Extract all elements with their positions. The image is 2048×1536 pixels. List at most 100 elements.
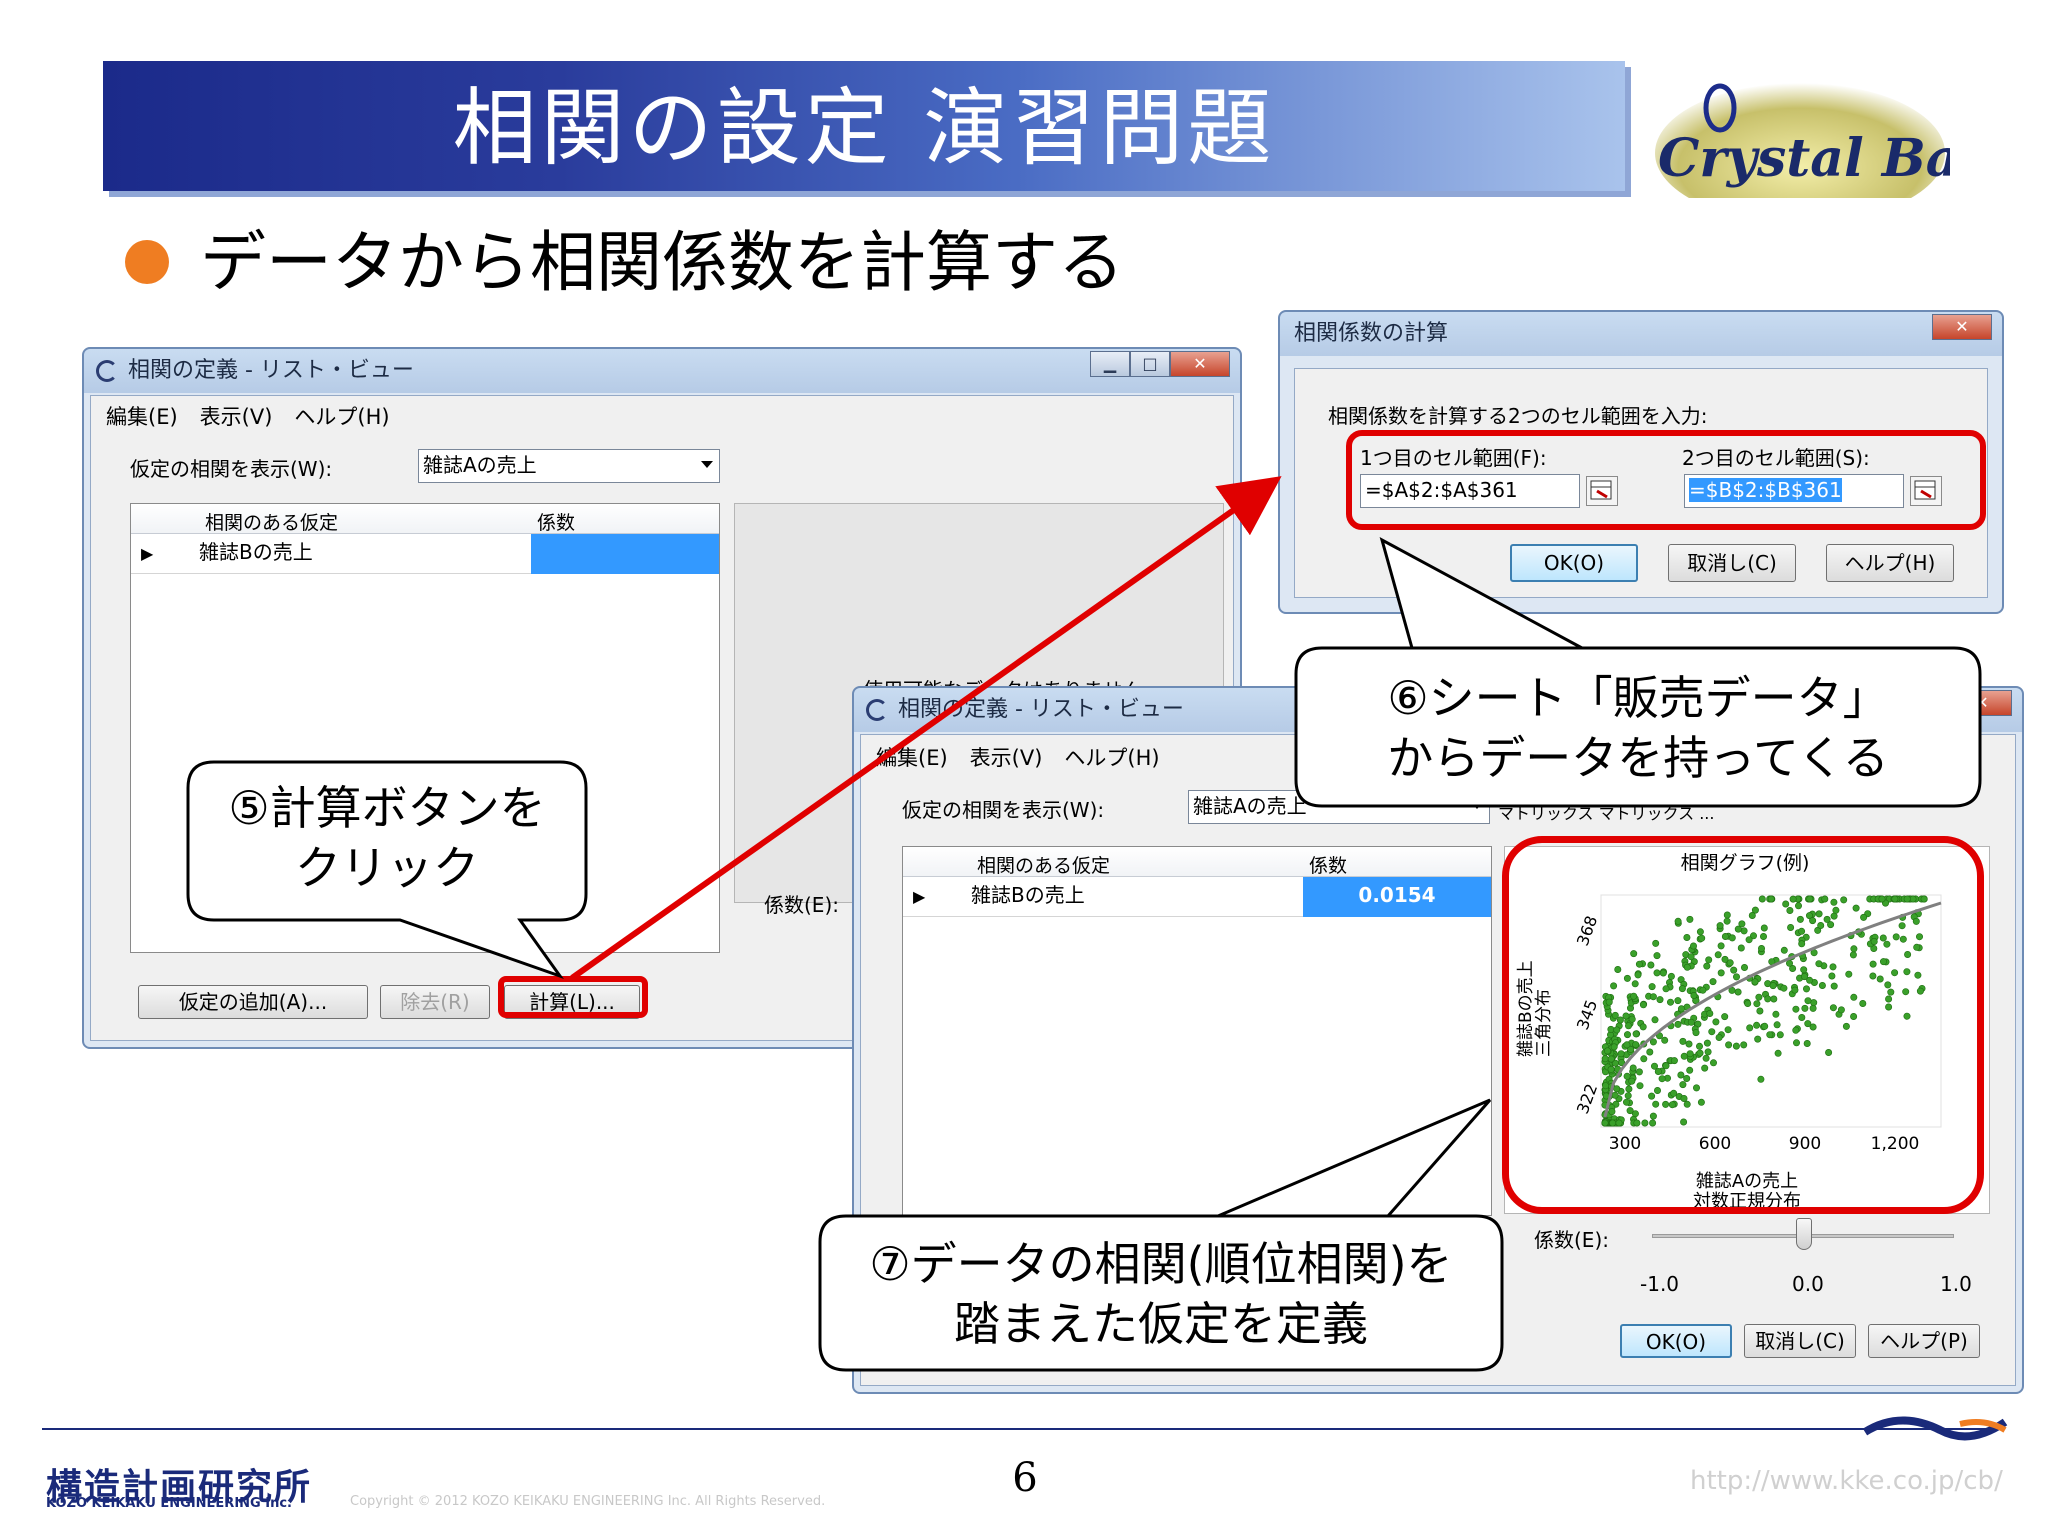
add-assumption-button[interactable]: 仮定の追加(A)... <box>138 985 368 1019</box>
coef-cell[interactable]: 0.0154 <box>1303 877 1491 917</box>
scatter-point <box>1913 943 1921 951</box>
help-button[interactable]: ヘルプ(H) <box>1826 544 1954 582</box>
range1-input[interactable]: =$A$2:$A$361 <box>1360 474 1580 508</box>
scatter-point <box>1690 992 1698 1000</box>
scatter-point <box>1869 972 1877 980</box>
scatter-point <box>1653 952 1661 960</box>
chart-title: 相関グラフ(例) <box>1681 852 1810 874</box>
scatter-point <box>1703 1039 1711 1047</box>
range2-picker-icon[interactable] <box>1910 476 1942 506</box>
scatter-point <box>1704 1048 1712 1056</box>
scatter-point <box>1756 1007 1764 1015</box>
scatter-point <box>1730 966 1738 974</box>
coef-slider-thumb[interactable] <box>1796 1218 1812 1250</box>
close-button[interactable]: ✕ <box>1170 351 1230 377</box>
scatter-point <box>1706 1010 1714 1018</box>
scatter-point <box>1818 982 1826 990</box>
scatter-point <box>1683 1100 1691 1108</box>
scatter-point <box>1915 933 1923 941</box>
scatter-point <box>1624 1092 1632 1100</box>
scatter-point <box>1605 998 1613 1006</box>
ok-button[interactable]: OK(O) <box>1620 1324 1732 1358</box>
scatter-point <box>1692 1029 1700 1037</box>
scatter-point <box>1879 934 1887 942</box>
scatter-point <box>1815 910 1823 918</box>
scatter-point <box>1699 986 1707 994</box>
scatter-point <box>1703 962 1711 970</box>
trend-line <box>1603 901 1942 1118</box>
scatter-point <box>1717 942 1725 950</box>
bullet-heading: データから相関係数を計算する <box>200 224 1124 301</box>
footer-url[interactable]: http://www.kke.co.jp/cb/ <box>1690 1466 2003 1496</box>
ok-button[interactable]: OK(O) <box>1510 544 1638 582</box>
scatter-point <box>1805 912 1813 920</box>
scatter-point <box>1757 1075 1765 1083</box>
scatter-point <box>1829 1004 1837 1012</box>
coef-label: 係数(E): <box>1534 1228 1609 1252</box>
scatter-point <box>1680 1118 1688 1126</box>
menu-view[interactable]: 表示(V) <box>199 405 273 429</box>
menu-view[interactable]: 表示(V) <box>969 746 1043 770</box>
scatter-point <box>1728 986 1736 994</box>
help-button[interactable]: ヘルプ(P) <box>1868 1324 1980 1358</box>
scatter-point <box>1608 1108 1616 1116</box>
assumption-select[interactable]: 雑誌Aの売上 <box>418 449 720 483</box>
y-axis-label-2: 三角分布 <box>1534 989 1554 1057</box>
scatter-point <box>1760 933 1768 941</box>
scatter-point <box>1618 1059 1626 1067</box>
scatter-point <box>1647 961 1655 969</box>
range1-picker-icon[interactable] <box>1586 476 1618 506</box>
scatter-point <box>1686 1050 1694 1058</box>
close-button[interactable]: ✕ <box>1932 314 1992 340</box>
scatter-point <box>1683 1075 1691 1083</box>
scatter-point <box>1732 1042 1740 1050</box>
menu-help[interactable]: ヘルプ(H) <box>1064 746 1160 770</box>
scatter-point <box>1670 1089 1678 1097</box>
scatter-point <box>1640 1055 1648 1063</box>
scatter-point <box>1721 933 1729 941</box>
maximize-button[interactable]: □ <box>1130 351 1170 377</box>
scatter-point <box>1830 982 1838 990</box>
remove-button[interactable]: 除去(R) <box>380 985 490 1019</box>
scatter-point <box>1792 1039 1800 1047</box>
table-row[interactable]: ▶ 雑誌Bの売上 0.0154 <box>903 877 1491 917</box>
callout-6-bubble <box>1294 537 1982 808</box>
callout-5-line1: ⑤計算ボタンを <box>228 781 546 835</box>
scatter-point <box>1728 934 1736 942</box>
table-row[interactable]: ▶ 雑誌Bの売上 <box>131 534 719 574</box>
scatter-point <box>1696 1049 1704 1057</box>
scatter-point <box>1786 906 1794 914</box>
scatter-point <box>1623 1098 1631 1106</box>
scatter-point <box>1733 973 1741 981</box>
scatter-point <box>1635 1068 1643 1076</box>
scatter-point <box>1648 1092 1656 1100</box>
scatter-point <box>1628 1015 1636 1023</box>
cancel-button[interactable]: 取消し(C) <box>1668 544 1796 582</box>
scatter-point <box>1753 1021 1761 1029</box>
cancel-button[interactable]: 取消し(C) <box>1744 1324 1856 1358</box>
dialog-titlebar[interactable]: 相関係数の計算 <box>1280 312 2002 356</box>
range2-input[interactable]: =$B$2:$B$361 <box>1684 474 1904 508</box>
scatter-point <box>1815 960 1823 968</box>
scatter-point <box>1809 917 1817 925</box>
scatter-point <box>1652 1100 1660 1108</box>
scatter-point <box>1780 984 1788 992</box>
menu-help[interactable]: ヘルプ(H) <box>294 405 390 429</box>
menu-edit[interactable]: 編集(E) <box>106 405 178 429</box>
scatter-point <box>1798 927 1806 935</box>
minimize-button[interactable]: ▁ <box>1090 351 1130 377</box>
coef-cell[interactable] <box>531 534 719 574</box>
window2-titlebar[interactable]: 相関の定義 - リスト・ビュー <box>854 688 2022 732</box>
scatter-point <box>1701 1064 1709 1072</box>
scatter-point <box>1903 968 1911 976</box>
scatter-point <box>1832 906 1840 914</box>
window1-titlebar[interactable]: 相関の定義 - リスト・ビュー <box>84 349 1240 393</box>
scatter-point <box>1741 964 1749 972</box>
scatter-point <box>1659 969 1667 977</box>
scatter-point <box>1785 959 1793 967</box>
scatter-point <box>1628 1077 1636 1085</box>
scatter-point <box>1668 1101 1676 1109</box>
scatter-point <box>1721 955 1729 963</box>
x-tick-label: 1,200 <box>1871 1134 1920 1154</box>
scatter-point <box>1903 1012 1911 1020</box>
